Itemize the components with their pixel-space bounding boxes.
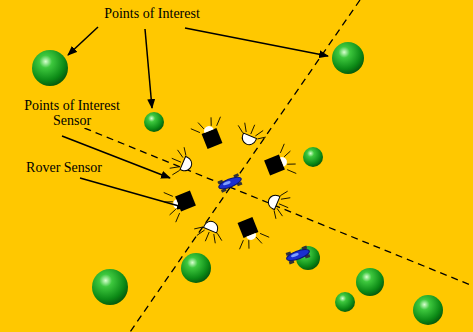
rover-sensor-label: Rover Sensor: [14, 160, 114, 175]
poi-sensor-label: Points of Interest Sensor: [14, 98, 130, 128]
poi-label: Points of Interest: [95, 6, 209, 21]
